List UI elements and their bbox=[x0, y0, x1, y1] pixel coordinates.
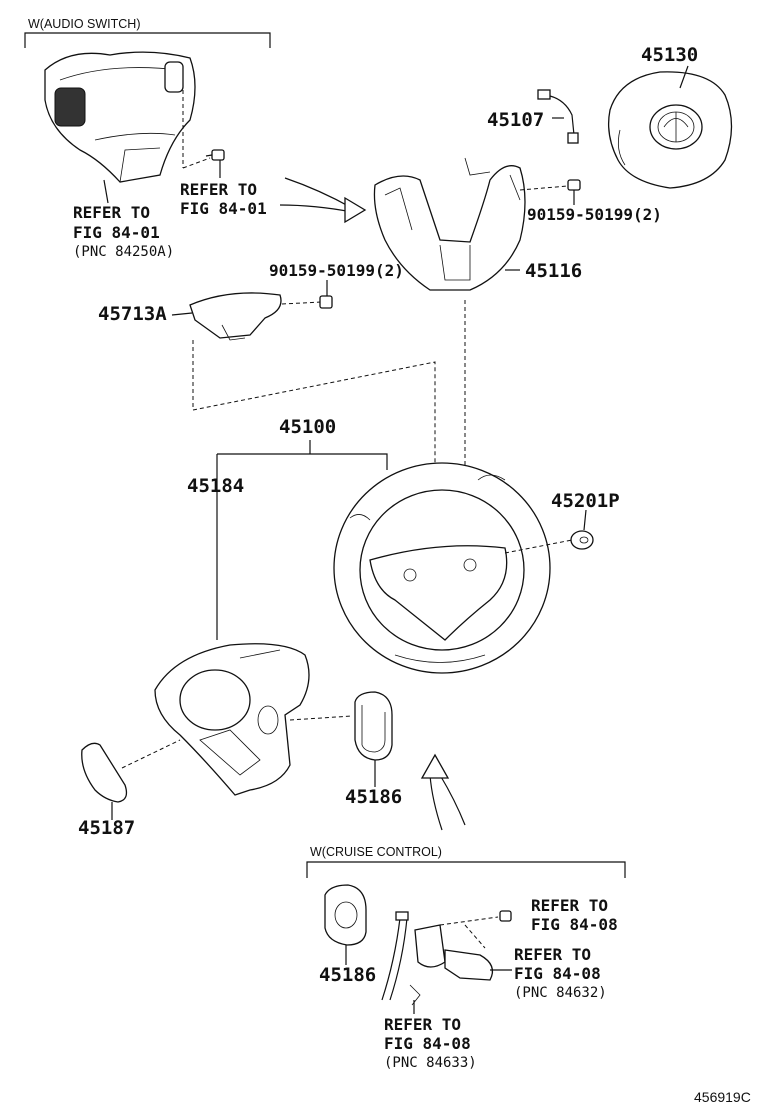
audio-main-ref-line3[interactable]: (PNC 84250A) bbox=[73, 244, 175, 260]
cruise-wire-ref-line1[interactable]: REFER TO bbox=[384, 1015, 462, 1034]
switch-cover-top-icon bbox=[354, 691, 393, 761]
part-45184-label[interactable]: 45184 bbox=[187, 475, 245, 497]
cruise-lever-ref-line3[interactable]: (PNC 84632) bbox=[514, 985, 607, 1001]
cruise-screw-ref-line2[interactable]: FIG 84-08 bbox=[531, 915, 618, 934]
cruise-control-section-title: W(CRUISE CONTROL) bbox=[310, 845, 442, 859]
cruise-lever-ref-line2[interactable]: FIG 84-08 bbox=[514, 964, 601, 983]
audio-screw-ref-line2[interactable]: FIG 84-01 bbox=[180, 199, 267, 218]
audio-switch-bracket bbox=[24, 32, 271, 48]
cruise-lever-ref-line1[interactable]: REFER TO bbox=[514, 945, 592, 964]
screw-right-label[interactable]: 90159-50199(2) bbox=[527, 205, 662, 224]
rear-cover-icon bbox=[154, 643, 310, 796]
part-45186-bottom-label[interactable]: 45186 bbox=[319, 964, 377, 986]
steering-wheel-icon bbox=[333, 462, 551, 674]
cruise-control-bracket bbox=[306, 861, 626, 878]
side-cap-icon bbox=[81, 742, 128, 803]
cruise-screw-icon bbox=[499, 910, 512, 922]
screw-left-icon bbox=[319, 295, 333, 309]
audio-switch-cover-icon bbox=[44, 51, 196, 183]
nut-icon bbox=[570, 530, 594, 550]
audio-screw-ref-line1[interactable]: REFER TO bbox=[180, 180, 258, 199]
screw-left-label[interactable]: 90159-50199(2) bbox=[269, 261, 404, 280]
cruise-wire-ref-line2[interactable]: FIG 84-08 bbox=[384, 1034, 471, 1053]
flow-arrow-icon bbox=[279, 177, 367, 224]
diagram-code: 456919C bbox=[694, 1089, 751, 1105]
part-45100-label[interactable]: 45100 bbox=[279, 416, 337, 438]
cruise-wire-ref-line3[interactable]: (PNC 84633) bbox=[384, 1055, 477, 1071]
part-45116-label[interactable]: 45116 bbox=[525, 260, 583, 282]
part-45187-label[interactable]: 45187 bbox=[78, 817, 136, 839]
part-45186-top-label[interactable]: 45186 bbox=[345, 786, 403, 808]
lower-cover-icon bbox=[373, 157, 526, 291]
curved-arrow-icon bbox=[420, 753, 466, 831]
part-45130-label[interactable]: 45130 bbox=[641, 44, 699, 66]
lower-no2-cover-icon bbox=[189, 292, 282, 341]
part-45107-label[interactable]: 45107 bbox=[487, 109, 545, 131]
cruise-wire-icon bbox=[381, 911, 421, 1006]
cruise-lever-icon bbox=[414, 924, 494, 981]
cruise-screw-ref-line1[interactable]: REFER TO bbox=[531, 896, 609, 915]
switch-cover-bottom-icon bbox=[324, 884, 367, 946]
audio-main-ref-line2[interactable]: FIG 84-01 bbox=[73, 223, 160, 242]
audio-switch-section-title: W(AUDIO SWITCH) bbox=[28, 17, 141, 31]
screw-right-icon bbox=[567, 179, 581, 191]
part-45713a-label[interactable]: 45713A bbox=[98, 303, 167, 325]
wire-harness-icon bbox=[537, 89, 579, 144]
audio-bolt-icon bbox=[205, 149, 225, 161]
airbag-icon bbox=[607, 71, 733, 189]
audio-main-ref-line1[interactable]: REFER TO bbox=[73, 203, 151, 222]
part-45201p-label[interactable]: 45201P bbox=[551, 490, 620, 512]
